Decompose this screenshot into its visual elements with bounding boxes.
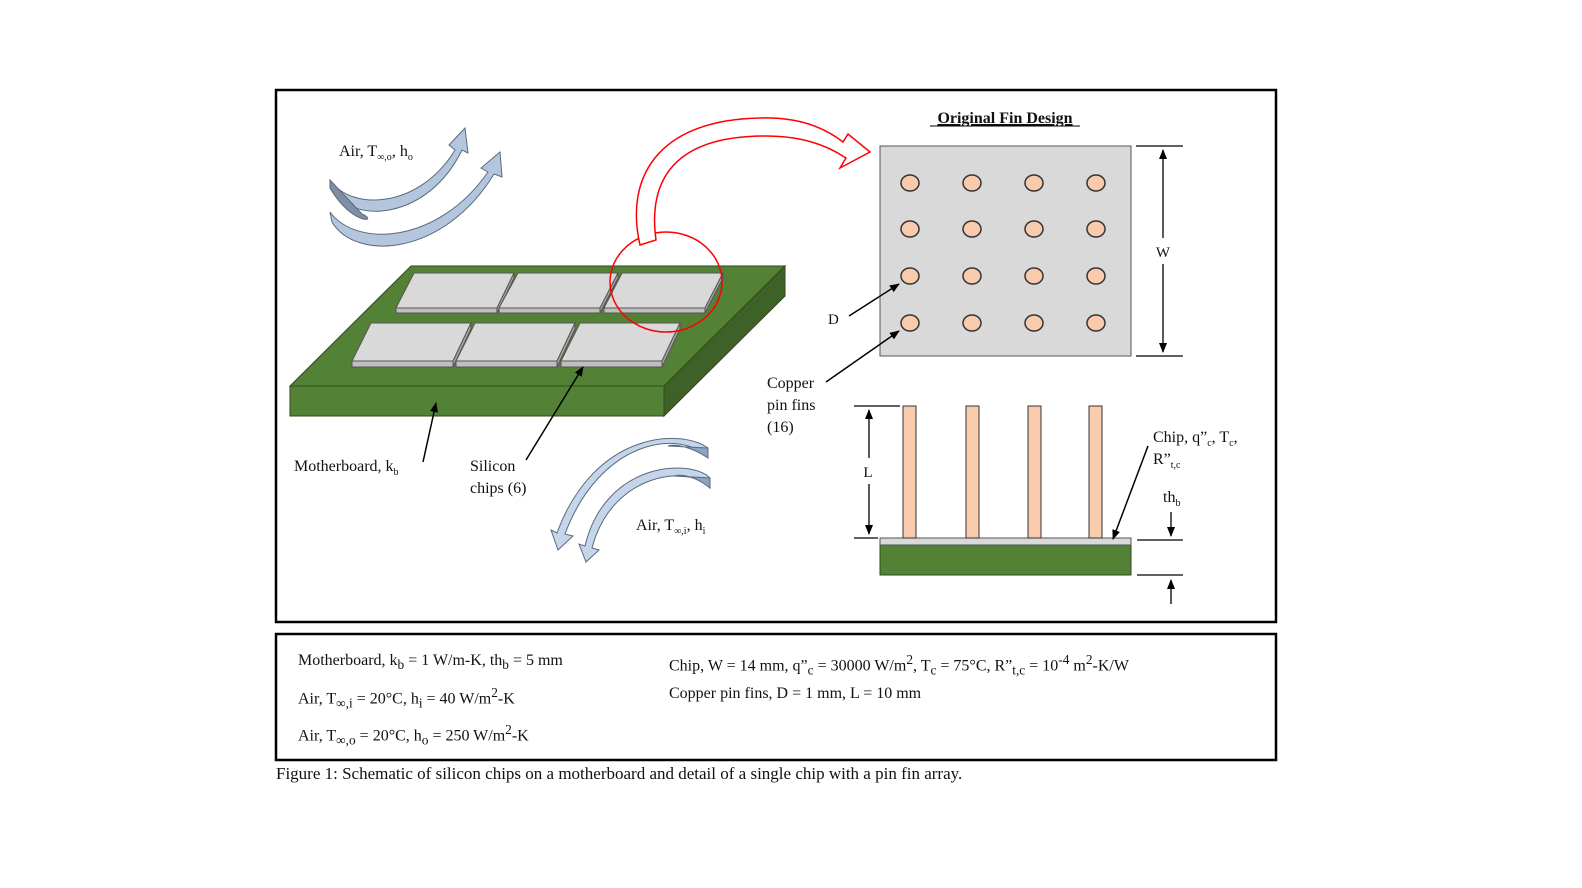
motherboard-label: Motherboard, kb	[294, 458, 399, 478]
copper-pin-fins-pointer	[825, 330, 900, 383]
air-inner-label: Air, T∞,i, hi	[636, 517, 706, 537]
motherboard-pointer	[422, 402, 438, 463]
pin-fin-top	[962, 267, 982, 285]
pin-fin-top	[1086, 174, 1106, 192]
silicon-chips-label: Silicon chips (6)	[470, 458, 526, 497]
pin-fin-side	[965, 405, 980, 539]
copper-pin-fins-label: Copper pin fins (16)	[767, 375, 819, 436]
pin-fin-side	[1088, 405, 1103, 539]
callout-curved-arrow	[635, 117, 872, 246]
silicon-chip-array	[351, 272, 724, 368]
pin-fin-top	[1024, 314, 1044, 332]
pin-fin-grid	[900, 174, 1106, 332]
param-motherboard: Motherboard, kb = 1 W/m-K, thb = 5 mm	[298, 652, 563, 673]
highlight-circle	[609, 231, 723, 333]
diameter-label: D	[828, 312, 839, 328]
silicon-chip	[603, 272, 724, 314]
pin-fin-top	[962, 314, 982, 332]
silicon-chip	[498, 272, 619, 314]
pin-fin-top	[1086, 220, 1106, 238]
detail-title: Original Fin Design	[937, 110, 1072, 127]
param-chip: Chip, W = 14 mm, q”c = 30000 W/m2, Tc = …	[669, 652, 1129, 678]
diameter-pointer	[848, 283, 900, 317]
chip-pointer	[1112, 445, 1149, 540]
width-dimension	[1136, 145, 1183, 357]
chip-side-view	[879, 405, 1132, 576]
schematic-frame	[274, 88, 1278, 624]
side-view-motherboard	[879, 544, 1132, 576]
silicon-chip	[351, 322, 472, 368]
pin-fin-side	[902, 405, 917, 539]
pin-fin-top	[900, 267, 920, 285]
param-air-inner: Air, T∞,i = 20°C, hi = 40 W/m2-K	[298, 685, 515, 711]
air-outer-label: Air, T∞,o, ho	[339, 143, 413, 163]
silicon-chips-pointer	[525, 366, 584, 461]
thickness-label: thb	[1163, 489, 1180, 509]
pin-fin-top	[962, 220, 982, 238]
chip-label: Chip, q”c, Tc, R”t,c	[1153, 429, 1242, 471]
side-view-chip	[879, 537, 1132, 546]
silicon-chip	[560, 322, 681, 368]
param-air-outer: Air, T∞,o = 20°C, ho = 250 W/m2-K	[298, 722, 529, 748]
pin-fin-top	[1024, 174, 1044, 192]
pin-fin-side	[1027, 405, 1042, 539]
pin-fin-top	[900, 314, 920, 332]
thickness-dimension	[1137, 512, 1183, 604]
air-flow-outer-arrows	[329, 126, 503, 247]
air-flow-inner-arrows	[550, 438, 711, 563]
pin-fin-top	[1024, 220, 1044, 238]
pin-fin-top	[1024, 267, 1044, 285]
pin-fin-top	[900, 174, 920, 192]
pin-fin-top	[900, 220, 920, 238]
length-label: L	[863, 465, 872, 481]
detail-callout	[609, 117, 872, 333]
param-copper-pin-fins: Copper pin fins, D = 1 mm, L = 10 mm	[669, 685, 922, 702]
pin-fins-side	[902, 405, 1103, 539]
parameters-frame	[274, 632, 1278, 762]
figure-caption: Figure 1: Schematic of silicon chips on …	[276, 764, 963, 783]
pin-fin-top	[1086, 267, 1106, 285]
length-dimension	[854, 405, 900, 539]
pin-fin-top	[962, 174, 982, 192]
silicon-chip	[455, 322, 576, 368]
silicon-chip	[395, 272, 515, 314]
width-label: W	[1156, 245, 1171, 261]
pin-fin-top	[1086, 314, 1106, 332]
